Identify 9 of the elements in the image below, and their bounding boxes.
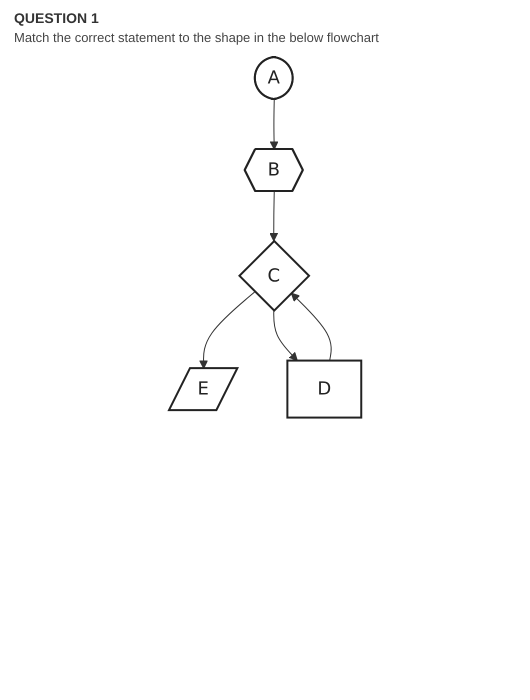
arrow bbox=[290, 292, 332, 362]
node-diamond: C bbox=[238, 240, 310, 312]
node-box: D bbox=[286, 360, 362, 419]
arrow bbox=[199, 291, 256, 369]
instruction-text: Match the correct statement to the shape in the below flowchart bbox=[14, 30, 380, 45]
question-title: QUESTION 1 bbox=[14, 10, 100, 26]
arrow bbox=[269, 191, 278, 242]
arrow bbox=[270, 99, 278, 150]
arrow bbox=[273, 310, 298, 361]
